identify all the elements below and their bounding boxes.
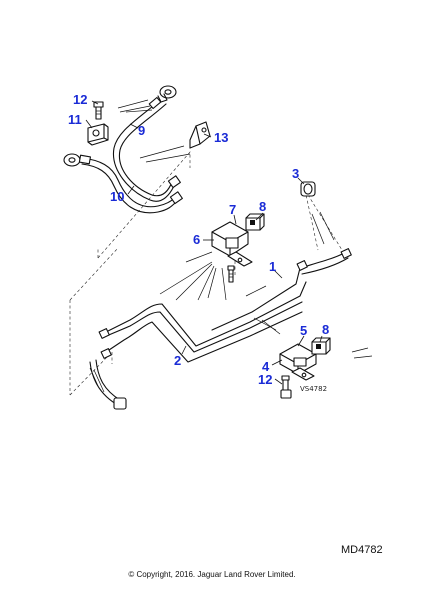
- callout-8-lower: 8: [322, 322, 329, 337]
- mounting-bracket-13: [189, 121, 211, 149]
- callout-leaders: [85, 100, 323, 385]
- callout-7: 7: [229, 202, 236, 217]
- hose-left-lower: [89, 359, 127, 410]
- shading-strokes: [89, 99, 373, 393]
- flexible-hose-10: [63, 153, 183, 214]
- callout-6: 6: [193, 232, 200, 247]
- grommet-3: [300, 181, 316, 197]
- callout-9: 9: [138, 123, 145, 138]
- callout-labels: 12 11 9 13 10 3 7 8 6 1 2 5 8 4 12: [68, 92, 329, 387]
- callout-12-upper: 12: [73, 92, 87, 107]
- callout-12-lower: 12: [258, 372, 272, 387]
- callout-5: 5: [300, 323, 307, 338]
- callout-8-upper: 8: [259, 199, 266, 214]
- drawing-code: MD4782: [341, 544, 383, 556]
- pipe-end-fitting-right: [296, 248, 352, 271]
- callout-4: 4: [262, 359, 270, 374]
- hose-end-nuts: [167, 175, 183, 205]
- callout-10: 10: [110, 189, 124, 204]
- banjo-fitting-upper: [148, 85, 177, 110]
- brake-pipe-2: [98, 281, 307, 363]
- flexible-hose-9: [112, 85, 177, 202]
- bracket-assembly-6: [211, 221, 253, 267]
- hose-clip-11: [87, 123, 109, 146]
- bolt-12-lower: [280, 375, 292, 399]
- copyright-notice: © Copyright, 2016. Jaguar Land Rover Lim…: [128, 570, 296, 579]
- clip-8-lower: [311, 337, 331, 355]
- brake-pipe-1: [211, 248, 352, 331]
- callout-2: 2: [174, 353, 181, 368]
- callout-1: 1: [269, 259, 276, 274]
- bolt-12-upper: [93, 101, 104, 120]
- callout-11: 11: [68, 112, 82, 127]
- bracket-assembly-4: [279, 343, 317, 381]
- clip-8-upper: [245, 213, 265, 231]
- callout-3: 3: [292, 166, 299, 181]
- banjo-fitting-lower: [63, 153, 91, 167]
- callout-13: 13: [214, 130, 228, 145]
- pipe-end-fitting-left: [98, 328, 112, 359]
- view-reference-code: VS4782: [300, 385, 327, 393]
- bolt-under-bracket-6: [227, 265, 235, 283]
